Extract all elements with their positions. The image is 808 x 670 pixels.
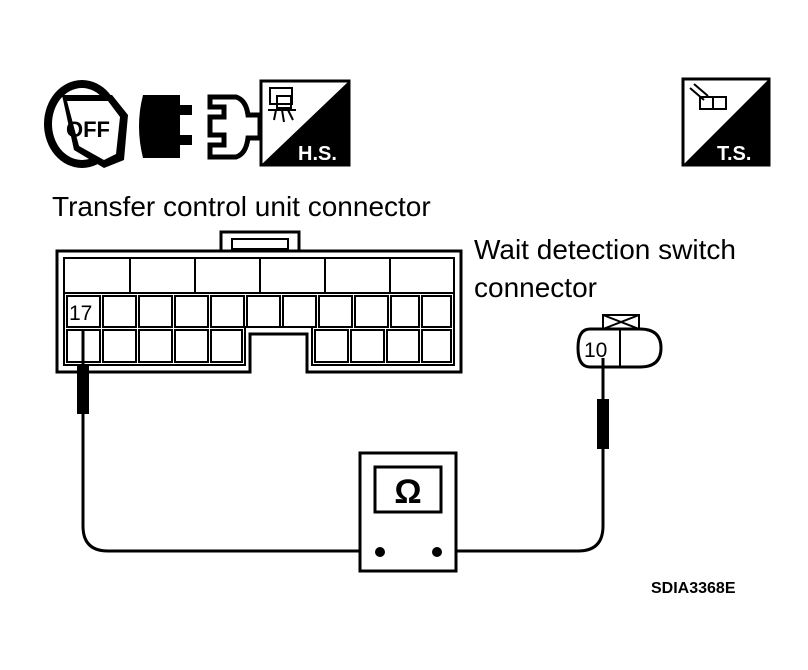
probe-lead-right [437, 358, 609, 553]
ohmmeter-terminal-right [432, 547, 442, 557]
transfer-connector-label: Transfer control unit connector [52, 191, 431, 222]
connector-disconnect-icon [139, 94, 263, 160]
terminal-side-badge: T.S. [681, 77, 771, 167]
wait-switch-connector: 10 [576, 314, 663, 369]
ignition-off-label: OFF [66, 117, 110, 142]
ohmmeter-terminal-left [375, 547, 385, 557]
harness-connector-icon [268, 87, 296, 123]
harness-side-label: H.S. [298, 143, 337, 165]
ohmmeter: Ω [358, 451, 458, 573]
ohm-symbol: Ω [394, 473, 421, 511]
terminal-connector-icon [689, 83, 727, 110]
figure-code: SDIA3368E [651, 580, 736, 597]
harness-side-badge: H.S. [259, 79, 351, 167]
transfer-connector: 17 [55, 230, 463, 374]
terminal-side-label: T.S. [717, 143, 751, 165]
wait-switch-label-line1: Wait detection switch [474, 234, 736, 265]
transfer-pin-number: 17 [69, 302, 92, 325]
connector-top-row [64, 258, 454, 294]
ohmmeter-display [373, 465, 443, 514]
probe-lead-left [77, 330, 380, 553]
wait-switch-pin-number: 10 [584, 339, 607, 362]
wait-switch-label-line2: connector [474, 272, 597, 303]
pin-17-cavity [66, 295, 101, 328]
connector-middle-row [66, 295, 452, 328]
ignition-key-off-icon: OFF [44, 80, 128, 168]
